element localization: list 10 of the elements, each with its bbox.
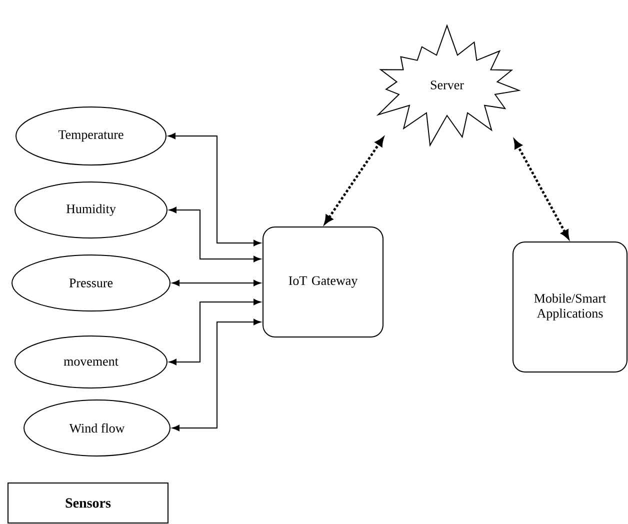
application-box: Mobile/Smart Applications [512,242,628,372]
arrow [172,318,262,432]
arrow [172,280,262,286]
arrow [324,138,384,224]
gateway-box: IoT Gateway [262,226,384,338]
arrow [169,206,262,262]
arrow [514,140,570,239]
arrow [169,298,262,366]
legend-box: Sensors [8,482,168,524]
arrow [168,132,262,246]
